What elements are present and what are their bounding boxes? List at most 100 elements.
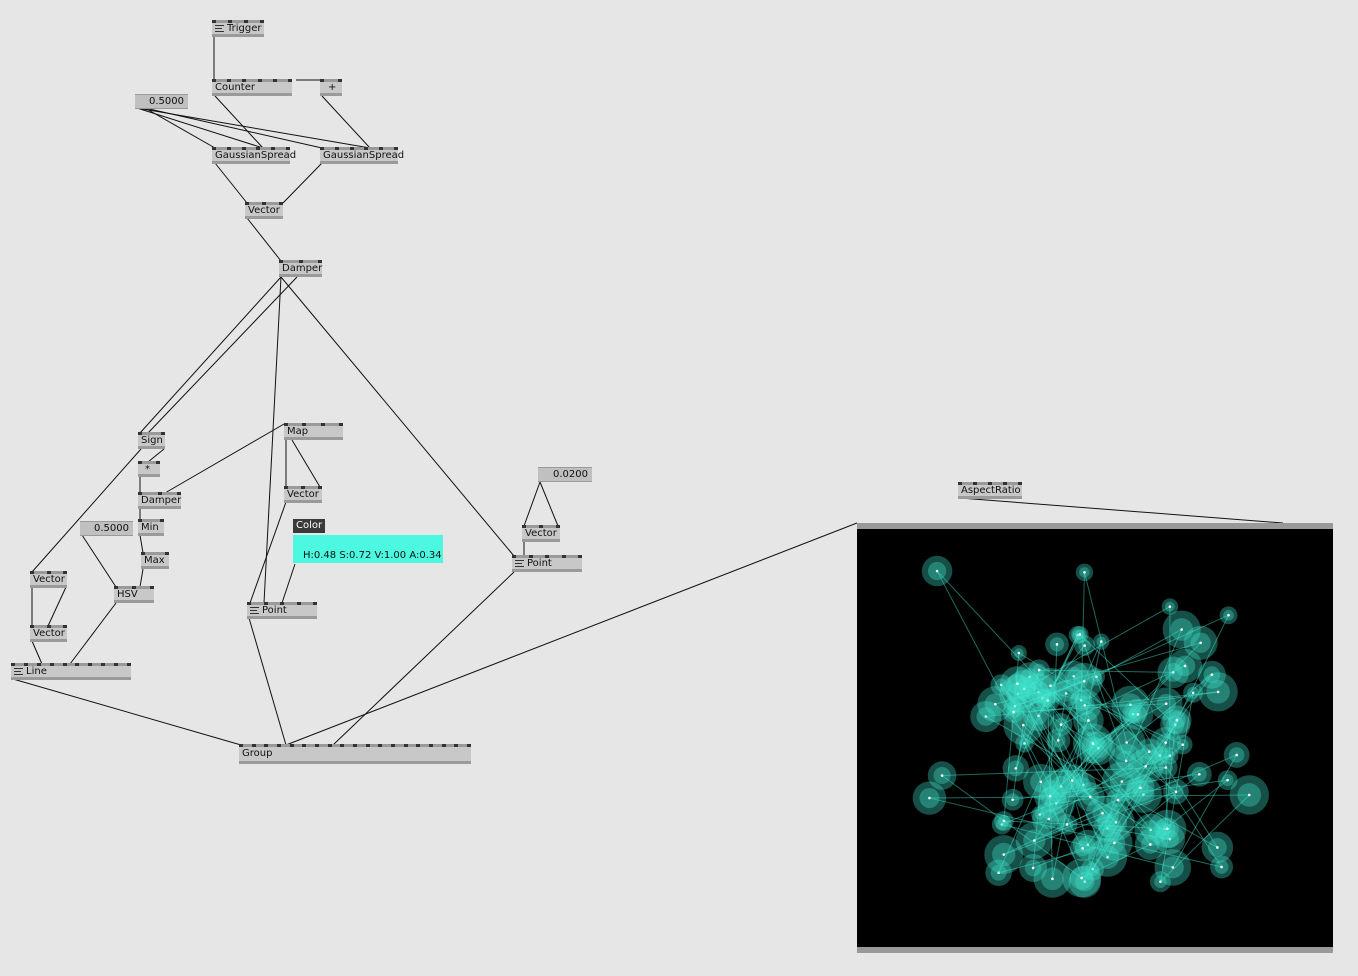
pin[interactable]: [114, 663, 118, 666]
pin[interactable]: [320, 147, 324, 150]
pin[interactable]: [578, 555, 582, 558]
pin[interactable]: [366, 744, 370, 747]
vector-node-left-2[interactable]: Vector: [30, 625, 67, 642]
pin[interactable]: [442, 744, 446, 747]
pin[interactable]: [522, 525, 526, 528]
pin[interactable]: [350, 147, 354, 150]
pin[interactable]: [529, 555, 533, 558]
pin[interactable]: [114, 586, 118, 589]
pin[interactable]: [161, 432, 165, 435]
pin[interactable]: [177, 492, 181, 495]
pin[interactable]: [416, 744, 420, 747]
pin[interactable]: [539, 525, 543, 528]
pin[interactable]: [339, 423, 343, 426]
value-iobox-top[interactable]: 0.5000: [135, 94, 188, 109]
pin[interactable]: [227, 79, 231, 82]
pin[interactable]: [335, 147, 339, 150]
pin[interactable]: [150, 586, 154, 589]
pin[interactable]: [284, 423, 288, 426]
pin[interactable]: [302, 423, 306, 426]
pin[interactable]: [63, 571, 67, 574]
pin[interactable]: [958, 482, 962, 485]
pin[interactable]: [391, 744, 395, 747]
pin[interactable]: [284, 486, 288, 489]
pin[interactable]: [340, 744, 344, 747]
pin[interactable]: [63, 663, 67, 666]
pin[interactable]: [138, 432, 142, 435]
pin[interactable]: [47, 625, 51, 628]
pin[interactable]: [160, 519, 164, 522]
pin[interactable]: [264, 602, 268, 605]
pin[interactable]: [165, 552, 169, 555]
pin[interactable]: [47, 571, 51, 574]
pin[interactable]: [271, 147, 275, 150]
pin[interactable]: [245, 202, 249, 205]
pin[interactable]: [429, 744, 433, 747]
pin[interactable]: [988, 482, 992, 485]
pin[interactable]: [556, 525, 560, 528]
pin[interactable]: [256, 147, 260, 150]
aspect-ratio-node[interactable]: AspectRatio: [958, 482, 1022, 499]
pin[interactable]: [378, 744, 382, 747]
pin[interactable]: [101, 663, 105, 666]
pin[interactable]: [973, 482, 977, 485]
pin[interactable]: [562, 555, 566, 558]
pin[interactable]: [404, 744, 408, 747]
pin[interactable]: [75, 663, 79, 666]
pin[interactable]: [247, 602, 251, 605]
pin[interactable]: [512, 555, 516, 558]
pin[interactable]: [290, 744, 294, 747]
pin[interactable]: [321, 423, 325, 426]
group-node[interactable]: Group: [239, 744, 471, 764]
pin[interactable]: [239, 744, 243, 747]
pin[interactable]: [30, 571, 34, 574]
pin[interactable]: [138, 492, 142, 495]
sign-node[interactable]: Sign: [138, 432, 165, 449]
value-iobox-right[interactable]: 0.0200: [538, 467, 592, 482]
pin[interactable]: [273, 79, 277, 82]
renderer-node[interactable]: [857, 523, 1333, 953]
pin[interactable]: [37, 663, 41, 666]
pin[interactable]: [454, 744, 458, 747]
max-node[interactable]: Max: [141, 552, 169, 569]
pin[interactable]: [545, 555, 549, 558]
pin[interactable]: [260, 20, 264, 23]
pin[interactable]: [277, 744, 281, 747]
pin[interactable]: [299, 260, 303, 263]
line-node[interactable]: Line: [11, 663, 131, 680]
pin[interactable]: [24, 663, 28, 666]
vector-node-top[interactable]: Vector: [245, 202, 283, 219]
pin[interactable]: [302, 744, 306, 747]
pin[interactable]: [379, 147, 383, 150]
pin[interactable]: [88, 663, 92, 666]
add-node[interactable]: +: [320, 79, 342, 96]
pin[interactable]: [320, 79, 324, 82]
pin[interactable]: [364, 147, 368, 150]
pin[interactable]: [132, 586, 136, 589]
min-node[interactable]: Min: [138, 519, 164, 536]
pin[interactable]: [467, 744, 471, 747]
damper-node-mid[interactable]: Damper: [138, 492, 181, 509]
pin[interactable]: [313, 602, 317, 605]
pin[interactable]: [1018, 482, 1022, 485]
pin[interactable]: [138, 519, 142, 522]
pin[interactable]: [50, 663, 54, 666]
pin[interactable]: [252, 744, 256, 747]
pin[interactable]: [258, 79, 262, 82]
color-iobox[interactable]: H:0.48 S:0.72 V:1.00 A:0.34: [293, 535, 443, 563]
pin[interactable]: [262, 202, 266, 205]
pin[interactable]: [1003, 482, 1007, 485]
pin[interactable]: [141, 552, 145, 555]
pin[interactable]: [394, 147, 398, 150]
pin[interactable]: [286, 147, 290, 150]
pin[interactable]: [280, 602, 284, 605]
pin[interactable]: [212, 20, 216, 23]
pin[interactable]: [328, 744, 332, 747]
pin[interactable]: [156, 461, 160, 464]
pin[interactable]: [301, 486, 305, 489]
pin[interactable]: [353, 744, 357, 747]
pin[interactable]: [158, 492, 162, 495]
point-node-mid[interactable]: Point: [247, 602, 317, 619]
pin[interactable]: [315, 744, 319, 747]
